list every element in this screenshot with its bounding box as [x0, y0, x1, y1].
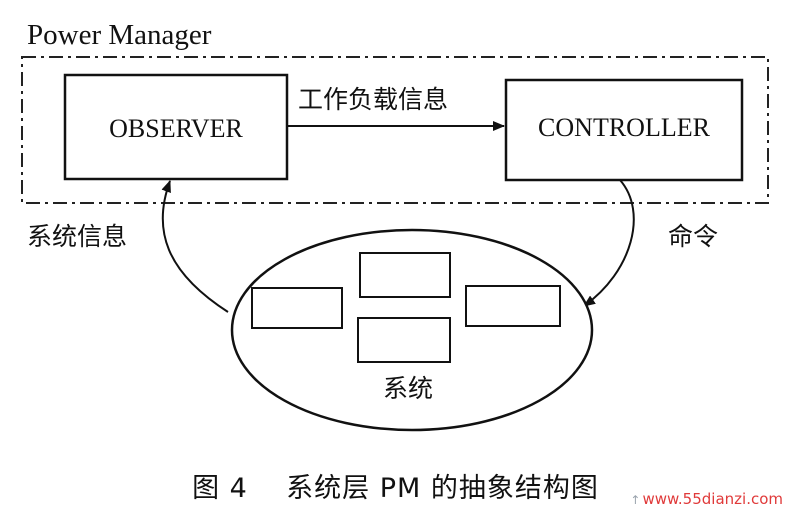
- command-label: 命令: [668, 222, 718, 251]
- power-manager-boundary: [21, 56, 769, 204]
- observer-label: OBSERVER: [109, 114, 243, 143]
- figure-number: 图 4: [192, 473, 248, 504]
- system-component: [251, 287, 343, 329]
- watermark-mark: ↑: [630, 493, 641, 507]
- watermark-site: www.55dianzi.com: [642, 490, 783, 508]
- watermark: ↑www.55dianzi.com: [630, 490, 783, 508]
- command-arrow: [583, 179, 635, 307]
- power-manager-label: Power Manager: [27, 19, 212, 51]
- figure-caption: 图 4 系统层 PM 的抽象结构图: [0, 466, 791, 505]
- controller-box: [504, 78, 744, 182]
- workload-info-label: 工作负载信息: [298, 85, 448, 114]
- system-info-label: 系统信息: [27, 222, 127, 251]
- system-label: 系统: [383, 374, 433, 403]
- controller-label: CONTROLLER: [538, 113, 711, 142]
- figure-title: 系统层 PM 的抽象结构图: [286, 473, 599, 504]
- system-info-arrow: [161, 180, 229, 313]
- system-component: [465, 285, 561, 327]
- system-component: [359, 252, 451, 298]
- system-component: [357, 317, 451, 363]
